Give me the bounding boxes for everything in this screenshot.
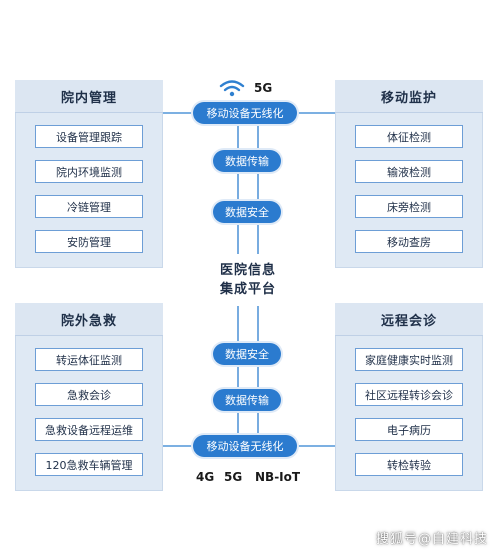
panel-title: 院外急救 — [15, 303, 163, 336]
panel-title: 移动监护 — [335, 80, 483, 113]
list-item: 急救设备远程运维 — [35, 418, 143, 441]
list-item: 输液检测 — [355, 160, 463, 183]
top-wireless-pill: 移动设备无线化 — [193, 102, 297, 124]
central-platform: 医院信息 集成平台 — [205, 254, 291, 306]
panel-title: 远程会诊 — [335, 303, 483, 336]
upper-spine-pill-1: 数据传输 — [213, 150, 281, 172]
list-item: 家庭健康实时监测 — [355, 348, 463, 371]
list-item: 床旁检测 — [355, 195, 463, 218]
list-item: 电子病历 — [355, 418, 463, 441]
list-item: 院内环境监测 — [35, 160, 143, 183]
list-item: 体征检测 — [355, 125, 463, 148]
panel-title: 院内管理 — [15, 80, 163, 113]
lower-spine-pill-1: 数据安全 — [213, 343, 281, 365]
list-item: 冷链管理 — [35, 195, 143, 218]
panel-remote-consultation: 远程会诊 家庭健康实时监测 社区远程转诊会诊 电子病历 转检转验 — [335, 303, 483, 491]
panel-emergency-rescue: 院外急救 转运体征监测 急救会诊 急救设备远程运维 120急救车辆管理 — [15, 303, 163, 491]
list-item: 转运体征监测 — [35, 348, 143, 371]
bottom-wireless-pill: 移动设备无线化 — [193, 435, 297, 457]
5g-bottom-label: 5G — [224, 470, 243, 484]
list-item: 转检转验 — [355, 453, 463, 476]
list-item: 120急救车辆管理 — [35, 453, 143, 476]
list-item: 设备管理跟踪 — [35, 125, 143, 148]
list-item: 急救会诊 — [35, 383, 143, 406]
wifi-icon — [219, 80, 245, 97]
5g-top-label: 5G — [254, 81, 273, 95]
list-item: 安防管理 — [35, 230, 143, 253]
panel-hospital-management: 院内管理 设备管理跟踪 院内环境监测 冷链管理 安防管理 — [15, 80, 163, 268]
list-item: 社区远程转诊会诊 — [355, 383, 463, 406]
watermark: 搜狐号@自建科技 — [375, 532, 488, 547]
4g-label: 4G — [196, 470, 215, 484]
lower-spine-pill-2: 数据传输 — [213, 389, 281, 411]
platform-line-2: 集成平台 — [219, 282, 276, 297]
list-item: 移动查房 — [355, 230, 463, 253]
panel-mobile-monitoring: 移动监护 体征检测 输液检测 床旁检测 移动查房 — [335, 80, 483, 268]
platform-line-1: 医院信息 — [219, 263, 276, 278]
nb-iot-label: NB-IoT — [255, 470, 301, 484]
upper-spine-pill-2: 数据安全 — [213, 201, 281, 223]
